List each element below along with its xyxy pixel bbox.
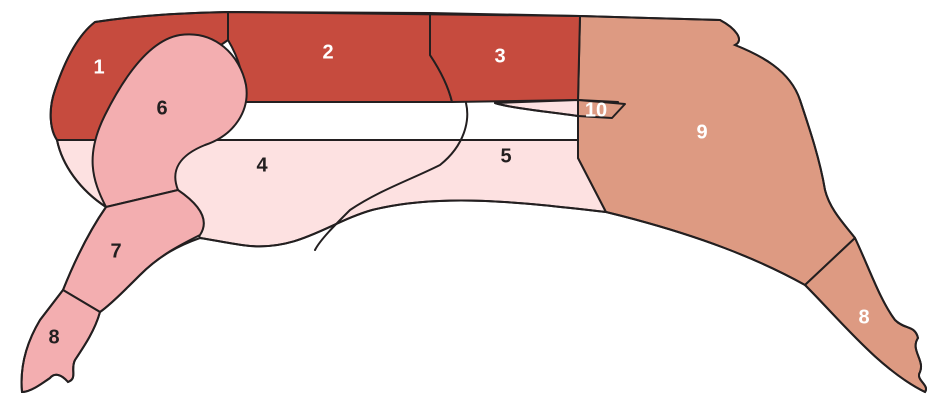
region-7 (63, 190, 204, 312)
label-4: 4 (256, 154, 268, 176)
label-2: 2 (322, 41, 333, 63)
label-9: 9 (696, 121, 707, 143)
label-1: 1 (93, 56, 104, 78)
label-7: 7 (110, 240, 121, 262)
label-10: 10 (585, 99, 607, 121)
label-8-front: 8 (48, 326, 59, 348)
region-2 (228, 12, 452, 102)
label-5: 5 (500, 145, 511, 167)
label-6: 6 (156, 97, 167, 119)
label-3: 3 (494, 45, 505, 67)
label-8-rear: 8 (858, 306, 869, 328)
